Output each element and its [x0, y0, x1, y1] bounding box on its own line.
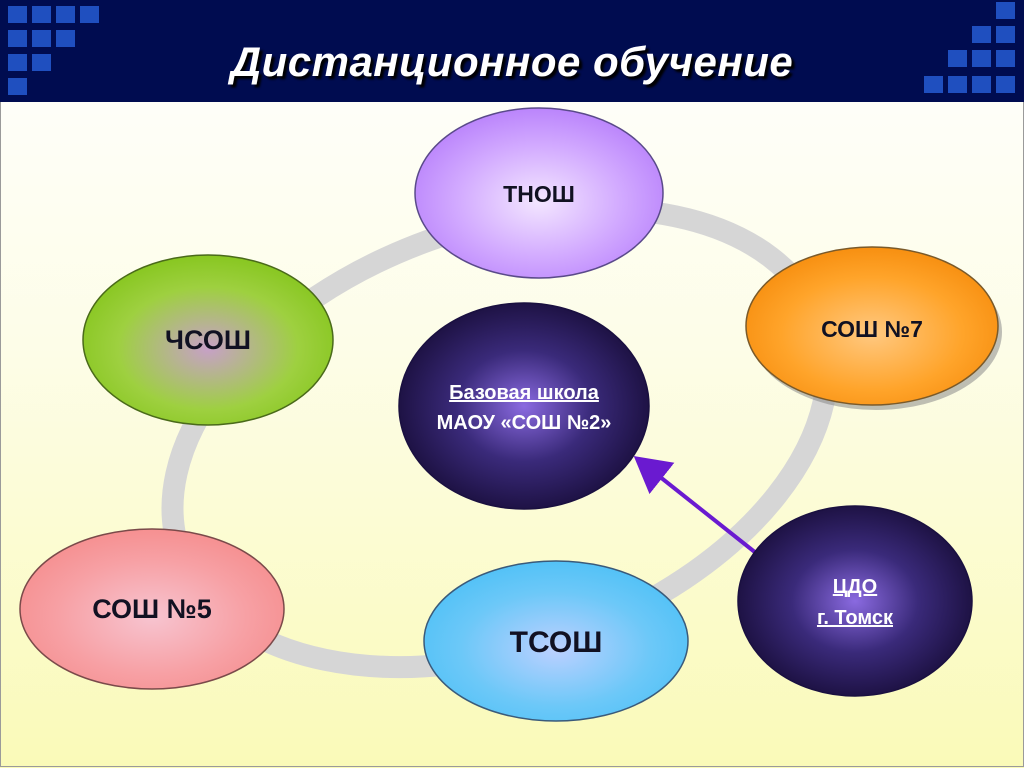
decor-tile	[56, 6, 75, 23]
node-sosh5	[19, 528, 285, 690]
decor-tile	[996, 26, 1015, 43]
decor-tile	[56, 30, 75, 47]
node-tsosh-label: ТСОШ	[509, 626, 603, 659]
decor-tile	[8, 78, 27, 95]
node-cdo-line2: г. Томск	[816, 607, 893, 629]
node-base-school	[398, 302, 650, 510]
decor-tile	[948, 50, 967, 67]
node-cdo	[737, 505, 973, 697]
decor-tile	[8, 54, 27, 71]
node-base-school-line2: МАОУ «СОШ №2»	[436, 412, 612, 434]
node-cdo-line1: ЦДО	[832, 576, 878, 598]
decor-tile	[8, 6, 27, 23]
node-chsosh-label: ЧСОШ	[165, 325, 251, 355]
decor-tile	[972, 26, 991, 43]
node-sosh7	[745, 246, 999, 406]
decor-tile	[32, 54, 51, 71]
title-bar: Дистанционное обучение	[0, 0, 1024, 102]
decor-tile	[996, 50, 1015, 67]
decor-tile	[32, 30, 51, 47]
slide-title: Дистанционное обучение	[230, 38, 794, 85]
link-arrow	[633, 456, 758, 555]
node-tnosh-label: ТНОШ	[503, 181, 575, 207]
node-chsosh	[82, 254, 334, 426]
node-sosh5-label: СОШ №5	[92, 594, 212, 624]
decor-tile	[8, 30, 27, 47]
decor-tile	[924, 76, 943, 93]
node-base-school-line1: Базовая школа	[449, 382, 599, 404]
decor-tile	[972, 50, 991, 67]
decor-tile	[80, 6, 99, 23]
decor-tile	[996, 76, 1015, 93]
decor-tile	[32, 6, 51, 23]
node-tnosh	[414, 107, 664, 279]
node-tsosh	[423, 560, 689, 722]
decor-tile	[948, 76, 967, 93]
decor-tile	[996, 2, 1015, 19]
decor-tile	[972, 76, 991, 93]
node-sosh7-label: СОШ №7	[821, 316, 923, 342]
